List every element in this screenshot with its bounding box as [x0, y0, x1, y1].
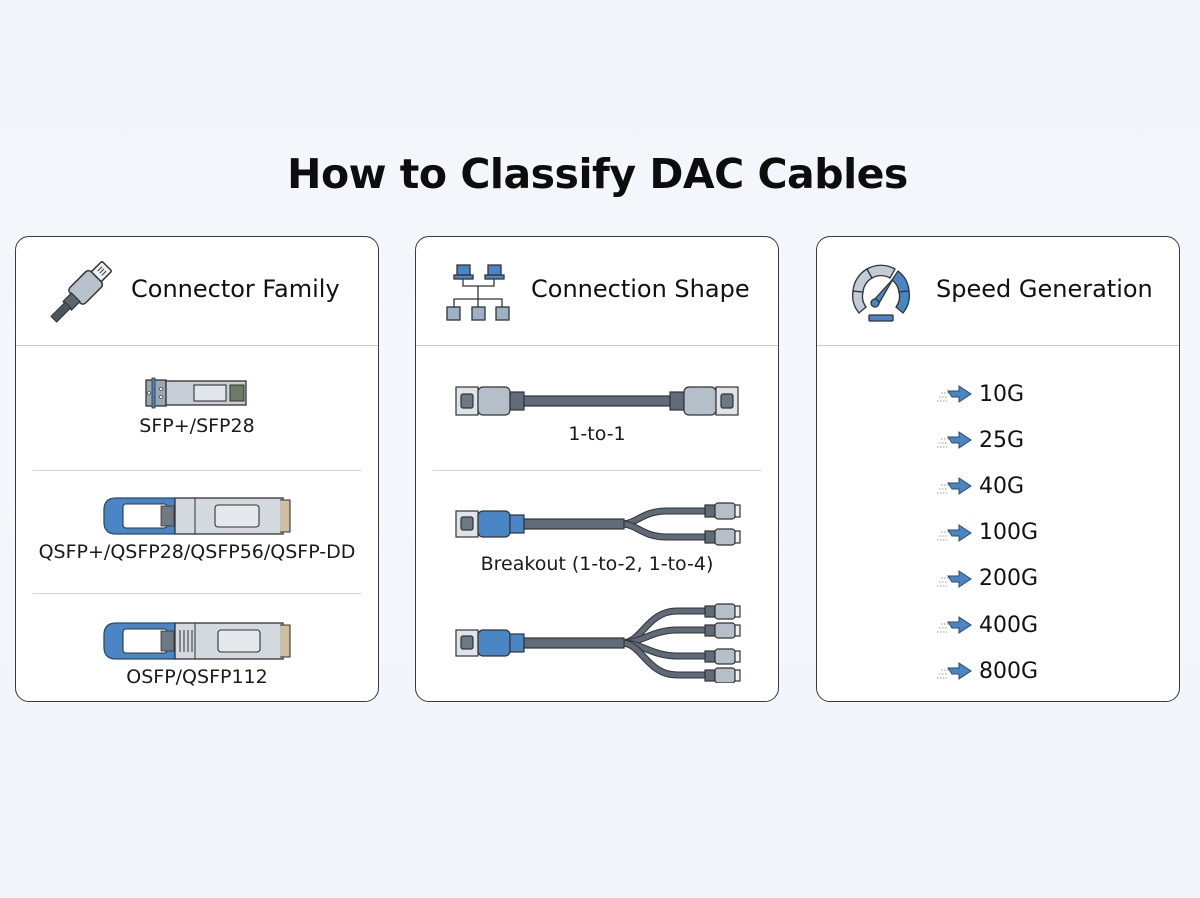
breakout-cable-1to2-icon: [455, 502, 741, 546]
speed-item: 40G: [935, 463, 1038, 509]
speed-value: 100G: [979, 520, 1039, 546]
qsfp-module-icon: [103, 497, 291, 535]
card-heading: Connection Shape: [531, 275, 750, 303]
speed-value: 400G: [979, 612, 1039, 638]
speed-list: 10G 25G 40G 100G 200G 400G 800G: [935, 371, 1038, 694]
plug-connector-icon: [50, 261, 112, 323]
connector-label: SFP+/SFP28: [139, 415, 255, 437]
speed-arrow-icon: [937, 569, 972, 588]
straight-cable-icon: [455, 386, 739, 416]
speed-arrow-icon: [937, 477, 972, 496]
page-title: How to Classify DAC Cables: [287, 150, 908, 198]
speedometer-icon: [852, 264, 910, 322]
speed-value: 10G: [979, 381, 1025, 407]
speed-arrow-icon: [937, 431, 972, 450]
connection-shape-card: Connection Shape 1-to-1: [415, 236, 779, 702]
breakout-cable-1to4-icon: [455, 603, 741, 684]
connector-family-card: Connector Family SFP+/SFP28 QSFP+/QSFP28…: [15, 236, 379, 702]
speed-item: 100G: [935, 510, 1038, 556]
network-topology-icon: [446, 264, 510, 321]
connector-item-qsfp: QSFP+/QSFP28/QSFP56/QSFP-DD: [16, 495, 378, 563]
speed-arrow-icon: [937, 662, 972, 681]
speed-item: 25G: [935, 417, 1038, 463]
connection-label: Breakout (1-to-2, 1-to-4): [480, 553, 714, 575]
divider: [33, 470, 361, 471]
sfp-module-icon: [145, 377, 247, 409]
divider: [33, 593, 361, 594]
speed-value: 200G: [979, 566, 1039, 592]
speed-item: 800G: [935, 648, 1038, 694]
speed-item: 10G: [935, 371, 1038, 417]
connection-label: 1-to-1: [568, 423, 626, 445]
speed-arrow-icon: [937, 385, 972, 404]
speed-generation-card: Speed Generation 10G 25G 40G 100G 200G 4…: [816, 236, 1180, 702]
connector-label: QSFP+/QSFP28/QSFP56/QSFP-DD: [38, 541, 356, 563]
speed-arrow-icon: [937, 523, 972, 542]
osfp-module-icon: [103, 622, 291, 660]
connection-item-1to1: 1-to-1: [416, 383, 778, 445]
card-header: Connection Shape: [416, 237, 778, 346]
card-heading: Connector Family: [131, 275, 340, 303]
speed-value: 25G: [979, 427, 1025, 453]
card-heading: Speed Generation: [936, 275, 1153, 303]
connection-item-breakout-1to2: Breakout (1-to-2, 1-to-4): [416, 501, 778, 575]
speed-value: 40G: [979, 473, 1025, 499]
speed-item: 200G: [935, 556, 1038, 602]
connector-item-sfp: SFP+/SFP28: [16, 375, 378, 437]
speed-value: 800G: [979, 658, 1039, 684]
connection-item-breakout-1to4: [416, 603, 778, 687]
divider: [433, 470, 761, 471]
card-header: Speed Generation: [817, 237, 1179, 346]
connector-label: OSFP/QSFP112: [126, 666, 268, 688]
speed-item: 400G: [935, 602, 1038, 648]
speed-arrow-icon: [937, 616, 972, 634]
connector-item-osfp: OSFP/QSFP112: [16, 620, 378, 688]
card-header: Connector Family: [16, 237, 378, 346]
